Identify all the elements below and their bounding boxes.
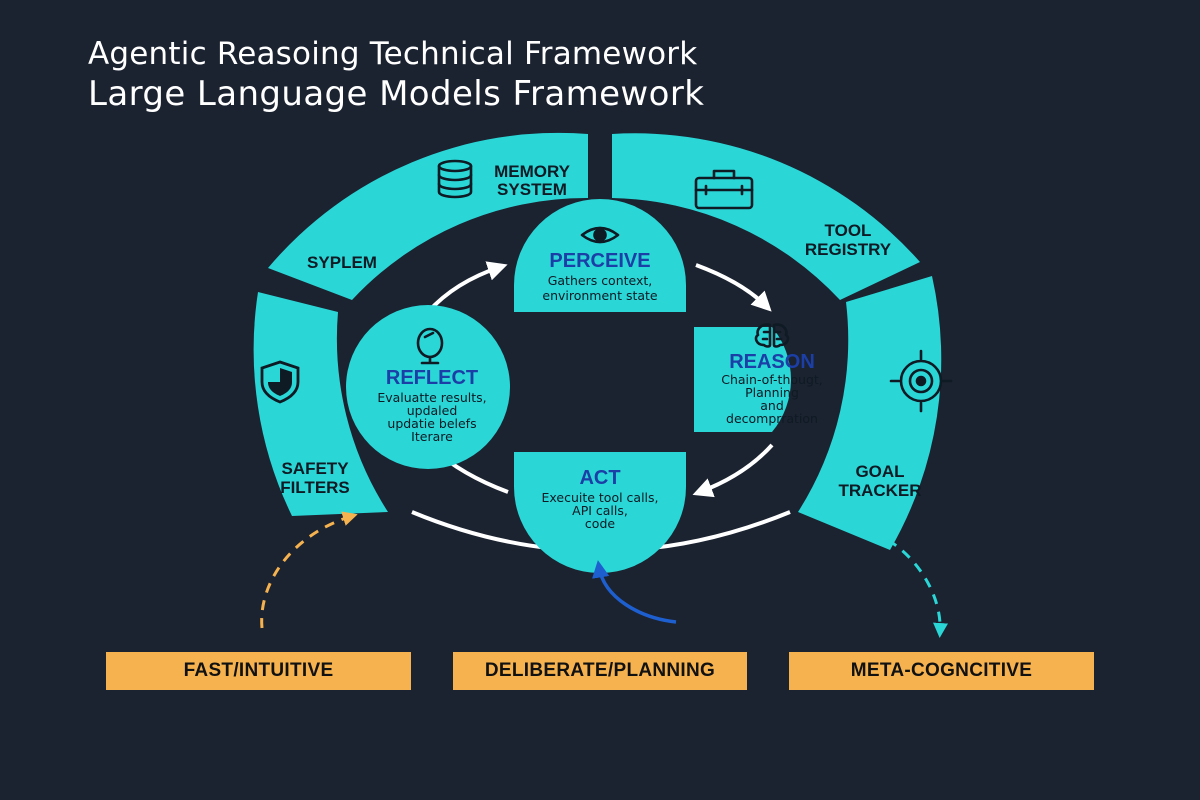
tool-registry-label-1: TOOL bbox=[825, 221, 872, 240]
reflect-desc-2: updaled bbox=[407, 403, 458, 418]
perceive-desc-1: Gathers context, bbox=[548, 273, 653, 288]
meta-arrow bbox=[887, 538, 949, 638]
act-desc-3: code bbox=[585, 516, 615, 531]
syplem-label: SYPLEM bbox=[307, 253, 377, 272]
act-desc-2: API calls, bbox=[572, 503, 628, 518]
perceive-node[interactable]: PERCEIVE Gathers context, environment st… bbox=[514, 199, 686, 312]
fast-arrow bbox=[260, 511, 358, 629]
tool-registry-label-2: REGISTRY bbox=[805, 240, 892, 259]
reason-node[interactable]: REASON Chain-of-thougt, Planning and dec… bbox=[694, 323, 823, 432]
goal-tracker-label-1: GOAL bbox=[855, 462, 904, 481]
goal-tracker-segment[interactable] bbox=[798, 276, 942, 550]
eye-icon bbox=[580, 226, 620, 244]
arrow-reason-to-act bbox=[692, 443, 774, 498]
reason-title: REASON bbox=[729, 351, 815, 373]
reflect-desc-1: Evaluatte results, bbox=[377, 390, 486, 405]
perceive-desc-2: environment state bbox=[542, 288, 658, 303]
fast-intuitive-box[interactable]: FAST/INTUITIVE bbox=[106, 652, 411, 690]
reason-desc-4: decomprration bbox=[726, 411, 818, 426]
tool-registry-segment[interactable] bbox=[612, 133, 920, 300]
arrow-reflect-to-perceive bbox=[426, 261, 508, 314]
reflect-desc-3: updatie belefs bbox=[387, 416, 476, 431]
perceive-title: PERCEIVE bbox=[549, 250, 650, 272]
memory-system-label-2: SYSTEM bbox=[497, 180, 567, 199]
database-icon bbox=[437, 159, 473, 199]
reason-desc-2: Planning bbox=[745, 385, 799, 400]
title-line-2: Large Language Models Framework bbox=[88, 74, 705, 114]
reflect-desc-4: Iterare bbox=[411, 429, 453, 444]
safety-filters-segment[interactable] bbox=[253, 292, 388, 516]
arrow-perceive-to-reason bbox=[695, 263, 772, 312]
reflect-title: REFLECT bbox=[386, 367, 478, 389]
meta-cognitive-box[interactable]: META-COGNCITIVE bbox=[789, 652, 1094, 690]
mirror-icon bbox=[416, 327, 444, 365]
deliberate-arrow bbox=[592, 560, 677, 624]
safety-filters-label-2: FILTERS bbox=[280, 478, 350, 497]
reason-desc-1: Chain-of-thougt, bbox=[721, 372, 823, 387]
memory-system-segment[interactable] bbox=[268, 132, 588, 300]
reason-desc-3: and bbox=[760, 398, 784, 413]
deliberate-planning-box[interactable]: DELIBERATE/PLANNING bbox=[453, 652, 747, 690]
act-desc-1: Execuite tool calls, bbox=[541, 490, 658, 505]
briefcase-icon bbox=[694, 169, 754, 210]
reflect-node[interactable]: REFLECT Evaluatte results, updaled updat… bbox=[346, 305, 510, 469]
brain-icon bbox=[754, 323, 790, 348]
memory-system-label-1: MEMORY bbox=[494, 162, 571, 181]
goal-tracker-label-2: TRACKER bbox=[838, 481, 921, 500]
safety-filters-label-1: SAFETY bbox=[281, 459, 349, 478]
act-node[interactable]: ACT Execuite tool calls, API calls, code bbox=[514, 452, 686, 573]
target-icon bbox=[889, 349, 953, 413]
shield-icon bbox=[260, 360, 300, 404]
act-title: ACT bbox=[579, 467, 620, 489]
title-line-1: Agentic Reasoing Technical Framework bbox=[88, 36, 698, 72]
